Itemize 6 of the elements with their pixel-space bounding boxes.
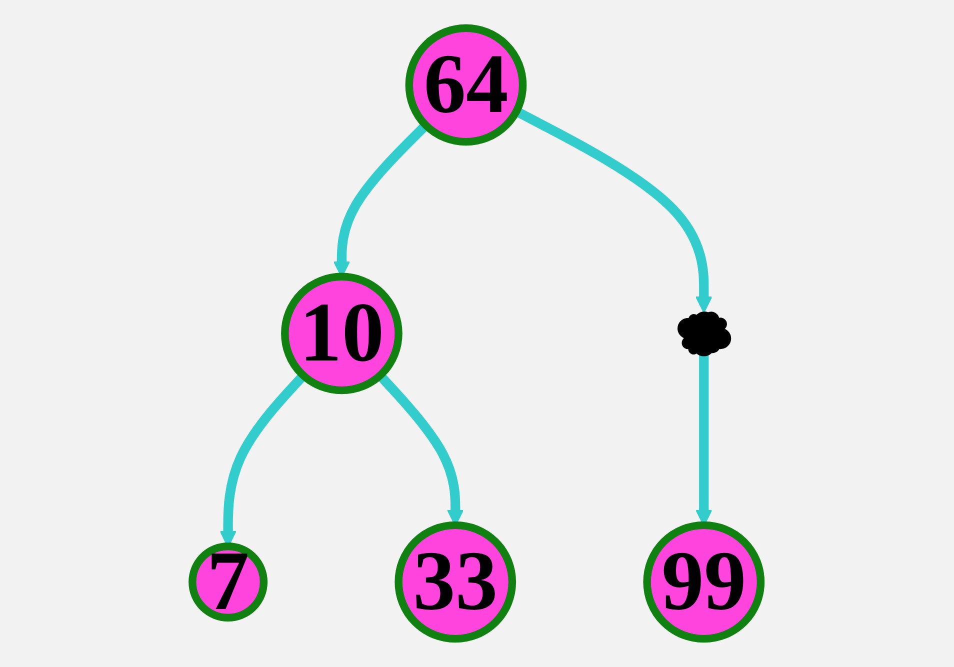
node-circle: 7 [189, 542, 268, 622]
node-blob [678, 312, 732, 356]
node-circle: 10 [281, 272, 403, 394]
node-circle: 64 [406, 24, 528, 146]
node-circle: 99 [644, 521, 765, 643]
node-circle: 33 [395, 521, 516, 643]
